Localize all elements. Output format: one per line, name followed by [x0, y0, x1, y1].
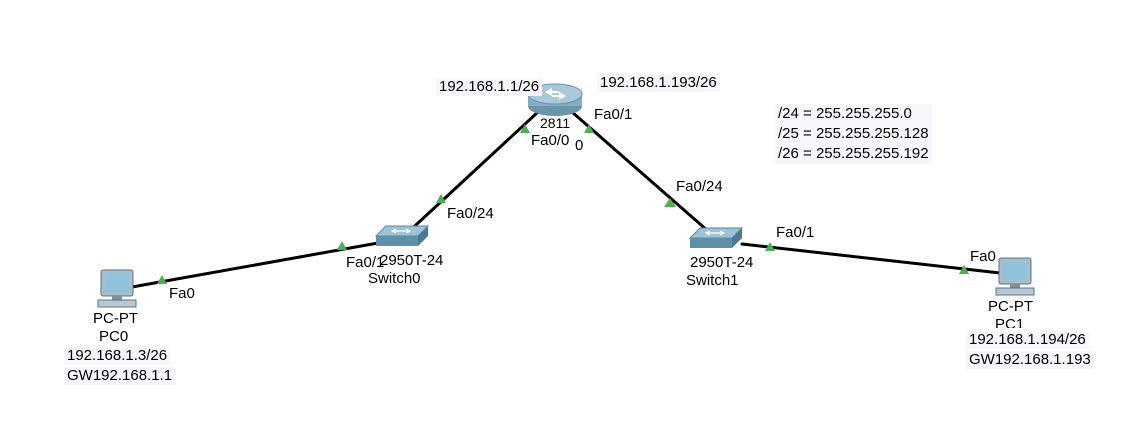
network-links [130, 110, 1002, 289]
port-label-sw1-fa01: Fa0/1 [776, 224, 815, 241]
port-label-router-fa01: Fa0/1 [594, 106, 633, 123]
link-switch0-pc0[interactable] [130, 241, 380, 289]
port-label-sw0-fa024: Fa0/24 [447, 205, 494, 222]
port-label-pc1-fa0: Fa0 [970, 248, 996, 265]
link-up-icon [337, 241, 347, 250]
router-icon[interactable] [527, 83, 583, 116]
link-router-switch1[interactable] [570, 110, 718, 240]
switch0-model: 2950T-24 [380, 252, 444, 269]
port-label-sw1-fa024: Fa0/24 [676, 178, 723, 195]
subnet-note-24: /24 = 255.255.255.0 [778, 105, 912, 122]
switch1-name: Switch1 [686, 272, 739, 289]
router-ip-left: 192.168.1.1/26 [436, 78, 543, 96]
switch-icon[interactable] [374, 225, 430, 246]
router-model: 2811 [540, 115, 571, 131]
link-up-icon [765, 242, 775, 251]
link-switch1-pc1[interactable] [740, 242, 1002, 275]
pc0-ip: 192.168.1.3/26 [64, 347, 171, 365]
link-up-icon [584, 124, 594, 133]
pc-icon[interactable] [97, 269, 137, 308]
pc0-gateway: GW192.168.1.1 [64, 367, 176, 385]
port-label-pc0-fa0: Fa0 [169, 285, 195, 302]
link-up-icon [959, 265, 969, 274]
subnet-note-26: /26 = 255.255.255.192 [778, 145, 929, 162]
port-label-router-fa00: Fa0/0 [531, 132, 570, 149]
link-up-icon [664, 198, 676, 207]
switch-icon[interactable] [688, 227, 744, 248]
link-up-icon [520, 124, 530, 133]
link-status-markers [157, 124, 969, 284]
switch0-name: Switch0 [368, 270, 421, 287]
link-up-icon [157, 275, 167, 284]
subnet-note-25: /25 = 255.255.255.128 [778, 125, 929, 142]
pc1-ip: 192.168.1.194/26 [966, 331, 1089, 349]
pc-icon[interactable] [995, 257, 1035, 296]
subnet-notes: /24 = 255.255.255.0 /25 = 255.255.255.12… [775, 104, 932, 164]
link-up-icon [436, 194, 446, 203]
pc0-name: PC0 [99, 328, 129, 345]
router-name: 0 [575, 137, 584, 154]
link-router-switch0[interactable] [402, 110, 540, 238]
pc1-name: PC1 [995, 316, 1025, 328]
router-ip-right: 192.168.1.193/26 [597, 74, 720, 92]
switch1-model: 2950T-24 [690, 254, 754, 271]
port-label-sw0-fa01: Fa0/1 [346, 254, 385, 271]
pc1-gateway: GW192.168.1.193 [966, 351, 1094, 369]
pc1-model: PC-PT [988, 298, 1033, 315]
pc0-model: PC-PT [93, 310, 138, 327]
